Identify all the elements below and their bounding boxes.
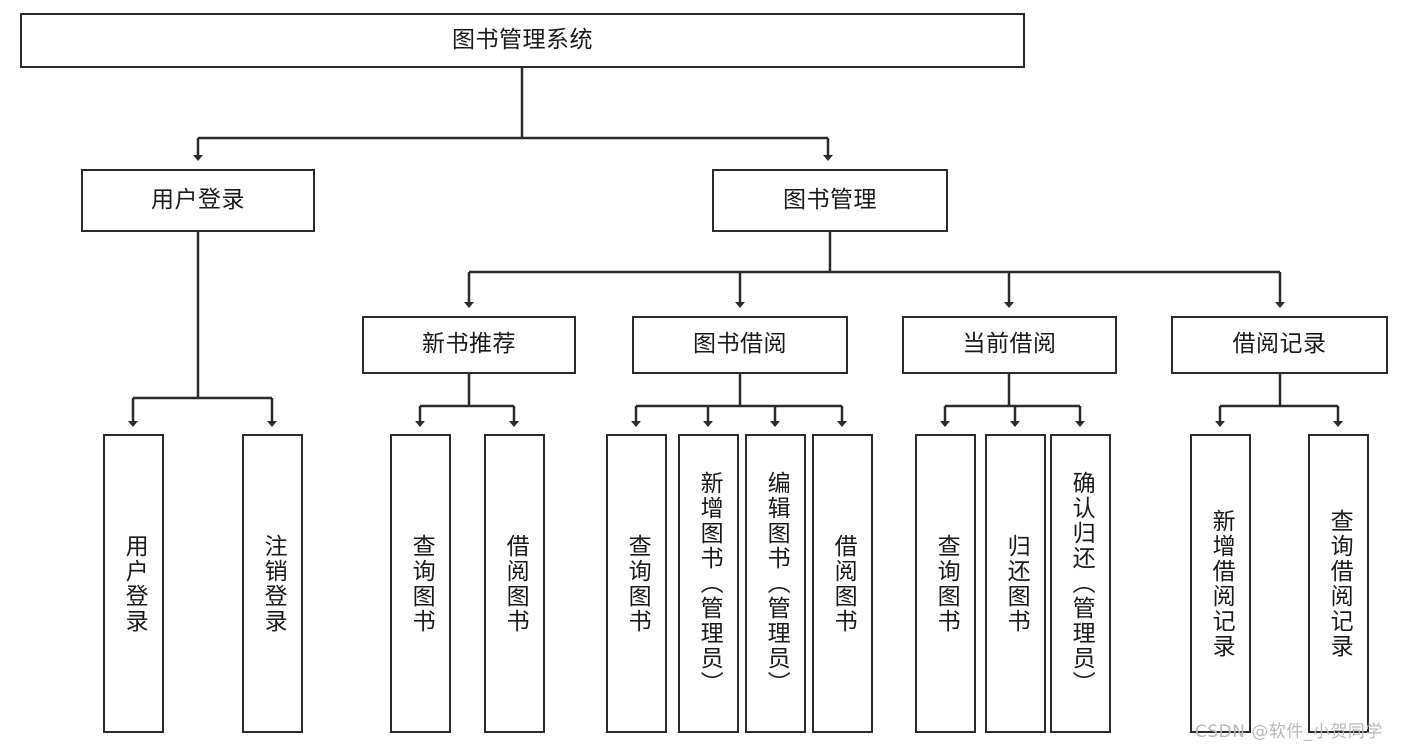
node-leaf-query-book-3[interactable]: 查询图书 <box>915 434 976 733</box>
node-leaf-return-book[interactable]: 归还图书 <box>985 434 1046 733</box>
node-root-label: 图书管理系统 <box>452 26 593 53</box>
node-leaf-add-book[interactable]: 新增图书（管理员） <box>678 434 739 733</box>
node-borrow-record-label: 借阅记录 <box>1232 331 1327 358</box>
node-leaf-edit-book[interactable]: 编辑图书（管理员） <box>745 434 806 733</box>
node-leaf-return-book-label: 归还图书 <box>1003 533 1030 634</box>
node-current-borrow[interactable]: 当前借阅 <box>902 316 1117 374</box>
node-leaf-add-record-label: 新增借阅记录 <box>1208 508 1235 659</box>
node-leaf-query-record-label: 查询借阅记录 <box>1326 508 1353 659</box>
node-user-login-label: 用户登录 <box>151 186 245 213</box>
node-new-book-rec-label: 新书推荐 <box>422 331 516 358</box>
node-book-manage-label: 图书管理 <box>783 186 877 213</box>
node-leaf-edit-book-label: 编辑图书（管理员） <box>763 471 790 696</box>
node-leaf-query-book-3-label: 查询图书 <box>933 533 960 634</box>
node-current-borrow-label: 当前借阅 <box>962 331 1057 358</box>
node-leaf-add-book-label: 新增图书（管理员） <box>696 471 723 696</box>
node-new-book-rec[interactable]: 新书推荐 <box>362 316 576 374</box>
node-leaf-query-record[interactable]: 查询借阅记录 <box>1308 434 1369 733</box>
node-leaf-query-book-1[interactable]: 查询图书 <box>390 434 451 733</box>
node-book-manage[interactable]: 图书管理 <box>712 169 948 232</box>
node-book-borrow[interactable]: 图书借阅 <box>632 316 848 374</box>
node-leaf-borrow-book-1[interactable]: 借阅图书 <box>484 434 545 733</box>
node-leaf-logout[interactable]: 注销登录 <box>242 434 303 733</box>
node-borrow-record[interactable]: 借阅记录 <box>1171 316 1388 374</box>
node-leaf-user-login[interactable]: 用户登录 <box>103 434 164 733</box>
node-leaf-confirm-return-label: 确认归还（管理员） <box>1068 471 1095 696</box>
node-leaf-logout-label: 注销登录 <box>260 533 287 634</box>
node-leaf-borrow-book-2-label: 借阅图书 <box>830 533 857 634</box>
node-leaf-confirm-return[interactable]: 确认归还（管理员） <box>1050 434 1111 733</box>
node-user-login[interactable]: 用户登录 <box>81 169 315 232</box>
node-leaf-query-book-2[interactable]: 查询图书 <box>606 434 667 733</box>
csdn-watermark: CSDN @软件_小贺同学 <box>1195 722 1383 742</box>
node-leaf-borrow-book-2[interactable]: 借阅图书 <box>812 434 873 733</box>
node-root[interactable]: 图书管理系统 <box>20 13 1025 68</box>
node-leaf-borrow-book-1-label: 借阅图书 <box>502 533 529 634</box>
node-book-borrow-label: 图书借阅 <box>693 331 787 358</box>
node-leaf-query-book-2-label: 查询图书 <box>624 533 651 634</box>
node-leaf-query-book-1-label: 查询图书 <box>408 533 435 634</box>
node-leaf-add-record[interactable]: 新增借阅记录 <box>1190 434 1251 733</box>
node-leaf-user-login-label: 用户登录 <box>121 533 148 634</box>
